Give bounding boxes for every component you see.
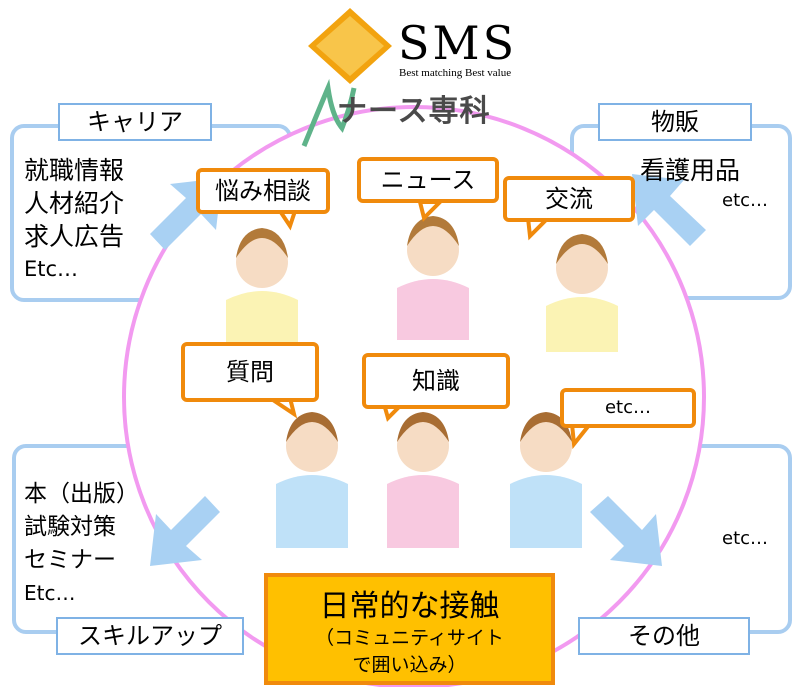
- sales-list-item: 看護用品: [640, 156, 741, 185]
- nurse-illustration-1: [226, 228, 298, 342]
- skillup-item: Etc…: [24, 581, 76, 605]
- career-item: 就職情報: [24, 156, 125, 185]
- career-item: 人材紹介: [24, 189, 125, 218]
- career-item: Etc…: [24, 257, 79, 281]
- bubble-etc: etc…: [560, 388, 696, 428]
- bubble-question: 質問: [181, 342, 319, 402]
- daily-contact-title: 日常的な接触: [319, 589, 500, 624]
- arrow-to-sales: [632, 174, 706, 246]
- bubble-exchange: 交流: [503, 176, 635, 222]
- nurse-logo-mark: [301, 78, 357, 147]
- daily-contact-subtitle-2: で囲い込み）: [352, 654, 467, 676]
- other-label: その他: [578, 617, 750, 655]
- sms-logo-tagline: Best matching Best value: [399, 67, 512, 79]
- skillup-item: 本（出版）: [24, 481, 139, 507]
- sms-logo-diamond: [308, 8, 392, 84]
- bubble-worry: 悩み相談: [196, 168, 330, 214]
- nurse-illustration-4: [276, 412, 348, 548]
- skillup-label: スキルアップ: [56, 617, 244, 655]
- nurse-illustration-2: [397, 216, 469, 340]
- daily-contact-box: 日常的な接触 （コミュニティサイト で囲い込み）: [264, 573, 555, 685]
- skillup-list: 本（出版） 試験対策 セミナー Etc…: [24, 478, 139, 610]
- career-item: 求人広告: [24, 222, 125, 251]
- career-list: 就職情報 人材紹介 求人広告 Etc…: [24, 154, 124, 286]
- nurse-illustration-6: [510, 412, 582, 548]
- nurse-brand-text: ナース専科: [337, 94, 491, 129]
- career-label: キャリア: [58, 103, 212, 141]
- arrow-to-skillup: [150, 496, 220, 566]
- arrow-to-other: [590, 496, 662, 566]
- bubble-news: ニュース: [357, 157, 499, 203]
- bubble-knowledge: 知識: [362, 353, 510, 409]
- daily-contact-subtitle-1: （コミュニティサイト: [315, 627, 504, 649]
- sales-list-etc: etc…: [722, 190, 769, 211]
- nurse-illustration-5: [387, 412, 459, 548]
- sms-logo-text: SMS: [398, 16, 518, 70]
- skillup-item: セミナー: [24, 547, 116, 573]
- other-list-etc: etc…: [722, 528, 769, 549]
- nurse-illustration-3: [546, 234, 618, 352]
- skillup-item: 試験対策: [24, 514, 116, 540]
- sales-label: 物販: [598, 103, 752, 141]
